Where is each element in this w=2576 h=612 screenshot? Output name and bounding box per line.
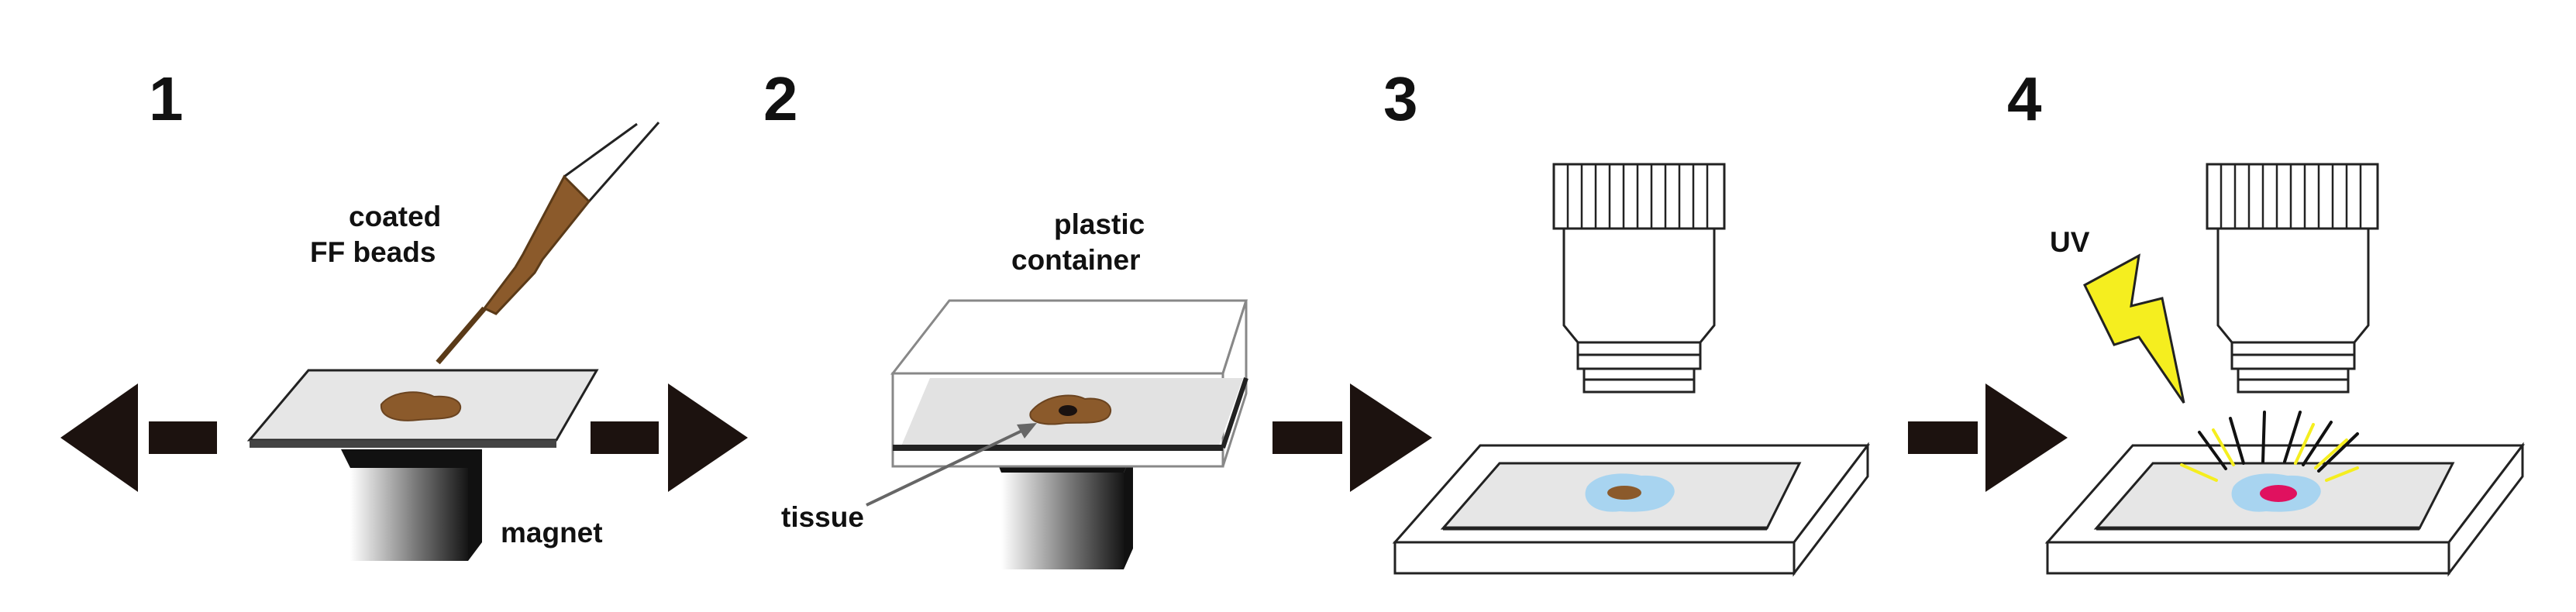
label-plastic: plastic — [1054, 208, 1145, 240]
magnet-block-icon — [994, 453, 1133, 569]
panel-2: plastic container tissue — [781, 208, 1248, 569]
arrow-right-icon — [1350, 383, 1432, 492]
label-coated: coated — [349, 201, 441, 232]
arrow-shaft-left — [149, 421, 217, 454]
tissue-spot-brown — [1607, 486, 1641, 500]
panel-1: coated FF beads magnet — [60, 122, 748, 561]
panel-4: UV — [2044, 163, 2526, 577]
container-icon — [890, 299, 1248, 468]
step-number-3: 3 — [1383, 64, 1418, 133]
label-uv: UV — [2050, 226, 2090, 258]
arrow-shaft-3-4 — [1908, 421, 1978, 454]
label-magnet: magnet — [501, 517, 603, 548]
emission-rays — [2180, 411, 2359, 482]
panel-3 — [1392, 163, 1871, 577]
fluorescent-signal — [2260, 485, 2297, 502]
label-tissue: tissue — [781, 501, 864, 533]
arrow-right-icon — [668, 383, 748, 492]
label-ff-beads: FF beads — [310, 236, 436, 268]
arrow-shaft-right — [591, 421, 659, 454]
arrow-shaft-2-3 — [1273, 421, 1342, 454]
label-container: container — [1011, 244, 1141, 276]
objective-lens-icon — [1552, 163, 1726, 394]
step-number-4: 4 — [2007, 64, 2042, 133]
tissue-pointer — [866, 427, 1028, 507]
pipette-icon — [436, 122, 660, 365]
objective-lens-icon — [2206, 163, 2379, 394]
lightning-bolt-icon — [2083, 253, 2185, 404]
double-arrow-icon — [60, 383, 138, 492]
pointer-head — [1017, 423, 1037, 438]
step-number-1: 1 — [149, 64, 184, 133]
ff-bead-blob — [380, 391, 461, 421]
arrow-right-icon — [1985, 383, 2068, 492]
tissue-bead-spot — [1059, 405, 1077, 416]
magnet-block-icon — [341, 449, 482, 561]
step-number-2: 2 — [763, 64, 798, 133]
